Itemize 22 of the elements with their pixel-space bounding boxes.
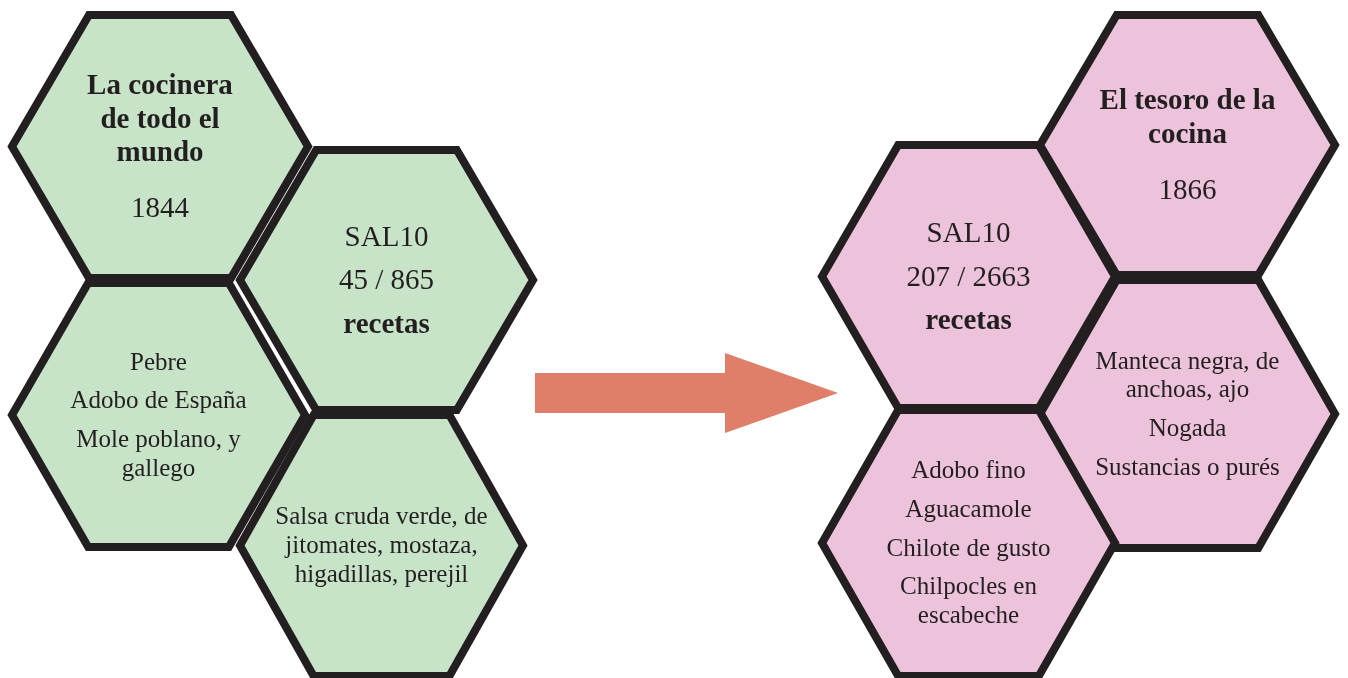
recipe-name: Sustancias o purés — [1095, 452, 1280, 482]
recipe-name: Chilote de gusto — [886, 533, 1051, 563]
recipe-name: Aguacamole — [905, 494, 1032, 524]
code-label: SAL10 — [344, 220, 429, 254]
recipe-label: recetas — [343, 306, 430, 340]
code-label: SAL10 — [926, 216, 1011, 250]
book-title: La cocinera de todo el mundo — [86, 68, 234, 169]
year-label: 1866 — [1158, 173, 1217, 207]
recipe-count: 45 / 865 — [338, 263, 435, 297]
recipe-name: Nogada — [1148, 414, 1227, 443]
recipe-name: Pebre — [130, 347, 187, 377]
recipe-name: Adobo fino — [911, 456, 1026, 485]
recipe-list: Salsa cruda verde, de jitomates, mostaza, higadillas, perejil — [262, 502, 501, 589]
book-title: El tesoro de la cocina — [1098, 83, 1277, 151]
year-label: 1844 — [131, 191, 189, 225]
arrow — [535, 353, 838, 433]
recipe-name: Adobo de España — [70, 386, 247, 415]
recipe-name: Manteca negra, de anchoas, ajo — [1094, 346, 1281, 404]
recipe-name: Chilpocles en escabeche — [899, 572, 1038, 630]
recipe-count: 207 / 2663 — [906, 259, 1031, 294]
recipe-name: Mole poblano, y gallego — [75, 425, 242, 483]
recipe-label: recetas — [925, 303, 1012, 337]
